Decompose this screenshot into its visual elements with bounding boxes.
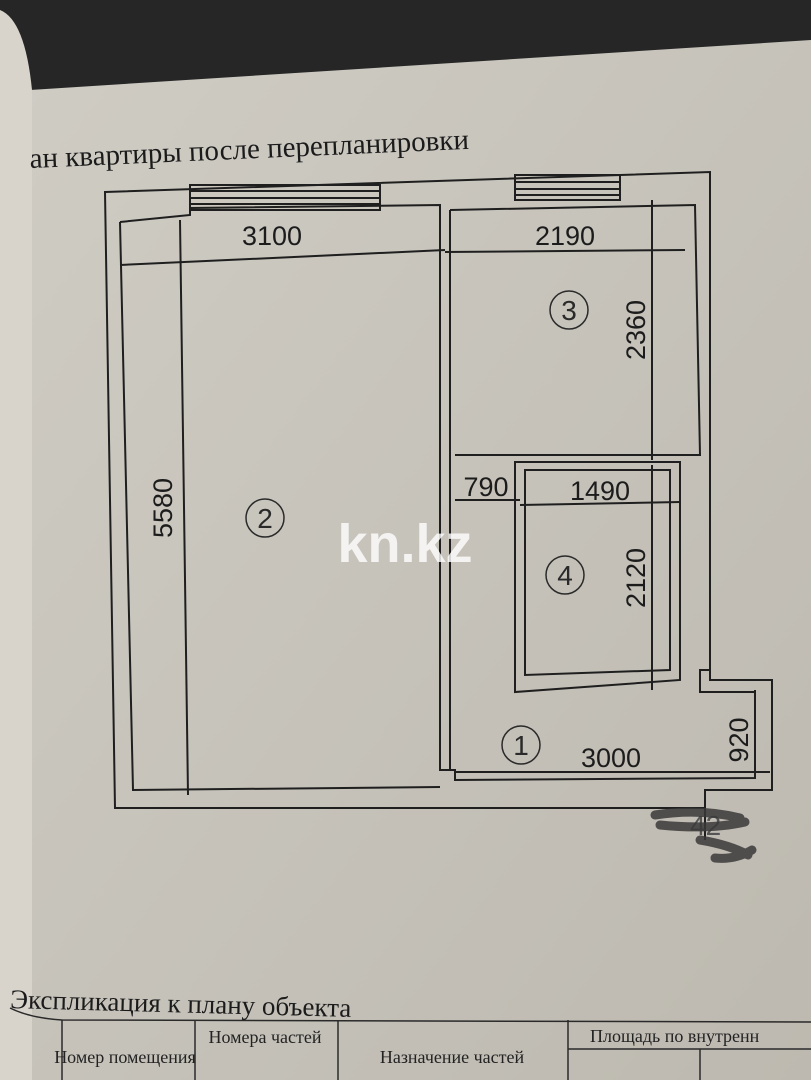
column-room-number: Номер помещения [54, 1047, 196, 1067]
dim-room3-width: 2190 [535, 221, 595, 251]
dim-room2-depth: 5580 [148, 478, 178, 538]
room-number-4: 4 [557, 560, 573, 591]
dim-passage-width: 790 [463, 472, 508, 502]
room-markers [245, 290, 589, 765]
dim-room2-width: 3100 [242, 221, 302, 251]
watermark: kn.kz [337, 514, 472, 574]
column-part-numbers: Номера частей [208, 1027, 321, 1047]
paper-page [30, 40, 811, 1080]
dim-room4-width: 1490 [570, 476, 630, 506]
explication-table [9, 1007, 811, 1080]
room-number-2: 2 [257, 503, 273, 534]
room-number-3: 3 [561, 295, 577, 326]
room-number-1: 1 [513, 730, 529, 761]
column-part-purpose: Назначение частей [380, 1047, 525, 1067]
left-page-edge [0, 10, 32, 1080]
dim-room4-depth: 2120 [621, 548, 651, 608]
redacted-stamp: 42 [650, 807, 757, 863]
dim-room1-width: 3000 [581, 743, 641, 773]
dim-room3-depth: 2360 [621, 300, 651, 360]
dim-room1-depth: 920 [724, 717, 754, 762]
floor-plan [103, 170, 773, 840]
column-area: Площадь по внутренн [590, 1026, 760, 1046]
